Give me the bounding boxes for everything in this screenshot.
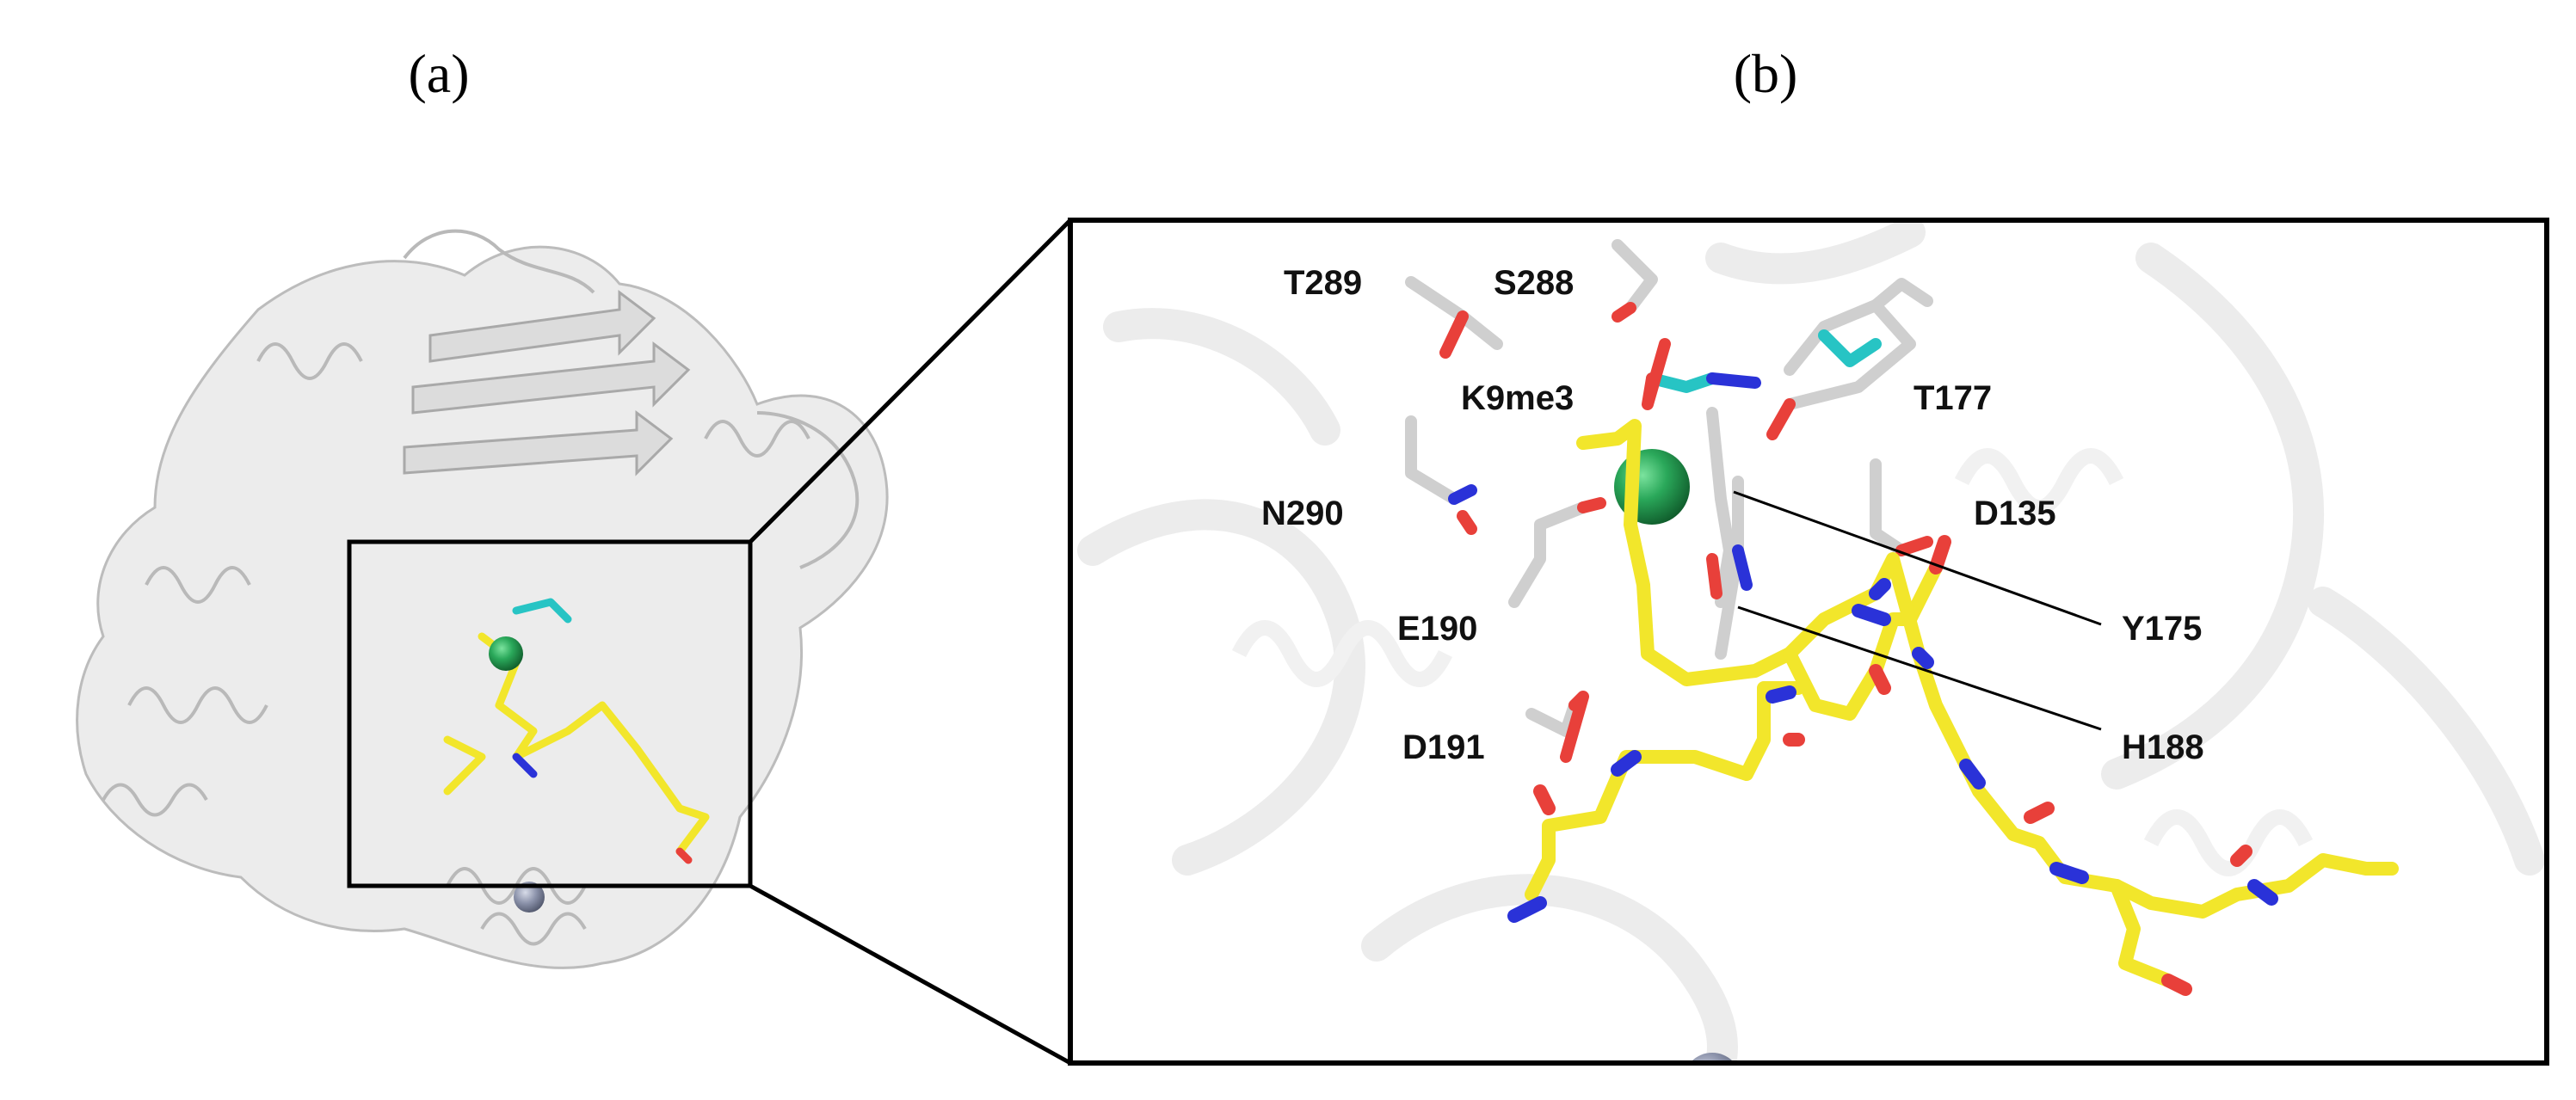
loop-top <box>403 229 595 294</box>
sidechain-y175 <box>1706 407 1735 608</box>
helix-5 <box>145 566 251 604</box>
label-e190: E190 <box>1397 610 1477 648</box>
panel-a-label: (a) <box>408 43 469 104</box>
label-h188: H188 <box>2122 728 2204 766</box>
sidechain-d191 <box>1525 699 1581 737</box>
sidechain-n290-n <box>1448 484 1477 505</box>
beta-strand-2 <box>403 410 674 476</box>
loop-right <box>756 411 860 569</box>
beta-strand-1 <box>411 341 691 415</box>
zoom-region-box <box>347 539 753 888</box>
sidechain-d191-o <box>1560 691 1589 763</box>
label-t177: T177 <box>1914 379 1992 417</box>
bg-cartoon-5 <box>1103 308 1340 446</box>
label-y175: Y175 <box>2122 610 2202 648</box>
sidechain-t177-c <box>1870 278 1933 311</box>
sidechain-k9me3-n <box>1706 372 1761 389</box>
sidechain-s288 <box>1612 239 1658 314</box>
zoom-panel: T289 S288 K9me3 T177 N290 D135 E190 Y175… <box>1070 220 2547 1063</box>
protein-cartoon-body <box>76 245 889 969</box>
sidechain-s288-o <box>1612 302 1636 323</box>
label-k9me3: K9me3 <box>1461 379 1574 417</box>
sidechain-e190-o <box>1577 497 1606 513</box>
sidechain-h188 <box>1715 476 1744 660</box>
helix-7 <box>480 912 587 946</box>
bg-cartoon-2 <box>1361 874 1738 1063</box>
sidechain-d135-o <box>1895 536 1933 556</box>
label-d135: D135 <box>1974 495 2056 532</box>
leader-y175 <box>1733 490 2102 626</box>
label-n290: N290 <box>1261 495 1344 532</box>
sidechain-t177-o <box>1766 398 1796 440</box>
sidechain-k9me3 <box>1646 372 1718 393</box>
bg-cartoon-1 <box>1077 499 1365 876</box>
helix-2 <box>102 783 208 817</box>
zoom-connector-top <box>749 218 1072 544</box>
bg-cartoon-3 <box>2101 243 2325 790</box>
label-t289: T289 <box>1284 264 1362 302</box>
helix-3 <box>256 342 363 380</box>
sidechain-k9me3-o <box>1642 338 1671 410</box>
bg-helix-1 <box>1231 620 1453 687</box>
helix-1 <box>127 686 268 724</box>
zoom-panel-border <box>1068 218 2549 1066</box>
bg-helix-3 <box>2143 809 2314 876</box>
sidechain-n290 <box>1405 415 1460 505</box>
zoom-connector-bottom <box>749 883 1072 1066</box>
label-d191: D191 <box>1402 728 1485 766</box>
sidechain-d135 <box>1870 458 1907 556</box>
sidechain-y175-o <box>1706 553 1722 599</box>
sidechain-e190 <box>1508 501 1589 608</box>
peptide-stick <box>1507 419 2399 996</box>
bg-helix-2 <box>1954 448 2124 515</box>
metal-ion-overview <box>489 636 523 671</box>
beta-strand-3 <box>428 290 656 363</box>
panel-b-label: (b) <box>1734 43 1798 104</box>
leader-h188 <box>1737 605 2102 731</box>
sidechain-n290-o <box>1457 510 1477 535</box>
helix-4 <box>704 420 810 458</box>
bg-cartoon-4 <box>2308 587 2545 876</box>
zinc-ion-overview <box>514 882 545 913</box>
protein-overview <box>76 229 889 969</box>
sidechain-t177-b <box>1818 329 1882 367</box>
sidechain-t289-o <box>1439 310 1469 359</box>
label-s288: S288 <box>1494 264 1574 302</box>
peptide-overview <box>443 598 710 864</box>
bg-cartoon-6 <box>1705 220 1926 285</box>
sidechain-h188-n <box>1732 544 1753 591</box>
